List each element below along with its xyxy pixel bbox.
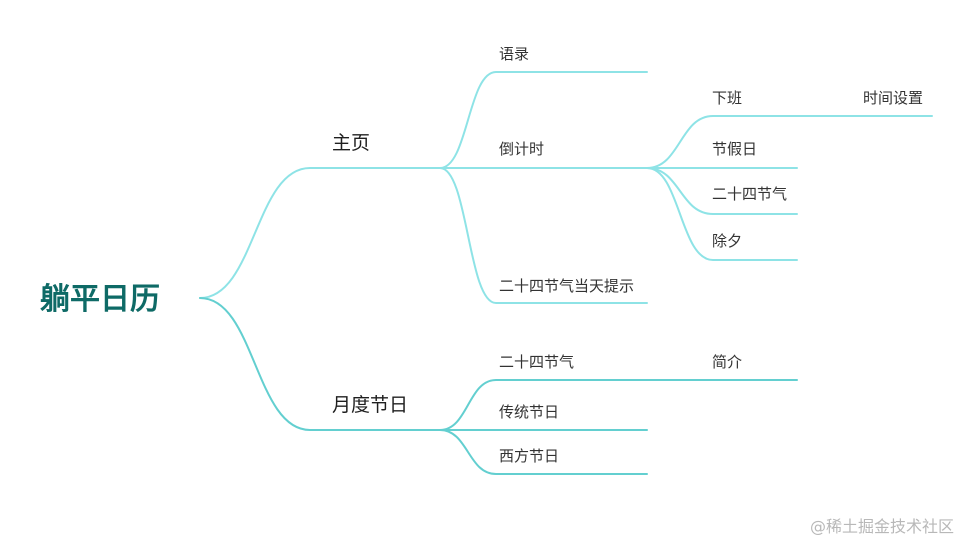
node-monthly-festivals[interactable]: 月度节日 [332,394,409,416]
connector-monthly-western [439,429,648,475]
node-intro[interactable]: 简介 [712,353,743,371]
node-traditional-festivals[interactable]: 传统节日 [499,403,560,421]
node-quotes[interactable]: 语录 [499,45,530,63]
node-solar-terms-countdown[interactable]: 二十四节气 [712,185,788,203]
node-offwork[interactable]: 下班 [712,89,743,107]
connector-home-solar-tip [439,167,648,304]
connector-monthly-solar [439,379,648,431]
node-holidays[interactable]: 节假日 [712,140,758,158]
watermark-text: @稀土掘金技术社区 [810,517,955,536]
root-node-title[interactable]: 躺平日历 [40,282,160,317]
node-time-setting[interactable]: 时间设置 [863,89,924,107]
connector-home-quotes [439,71,648,169]
connector-countdown-offwork [646,115,798,169]
node-countdown[interactable]: 倒计时 [499,140,545,158]
node-solar-term-day-tip[interactable]: 二十四节气当天提示 [499,277,635,295]
connector-countdown-newyear-eve [646,167,798,261]
connector-root-monthly [199,297,441,431]
connector-root-home [199,167,441,299]
node-home[interactable]: 主页 [332,132,371,154]
node-western-festivals[interactable]: 西方节日 [499,447,560,465]
node-solar-terms[interactable]: 二十四节气 [499,353,575,371]
node-new-year-eve[interactable]: 除夕 [712,232,743,250]
connector-countdown-solar [646,167,798,215]
